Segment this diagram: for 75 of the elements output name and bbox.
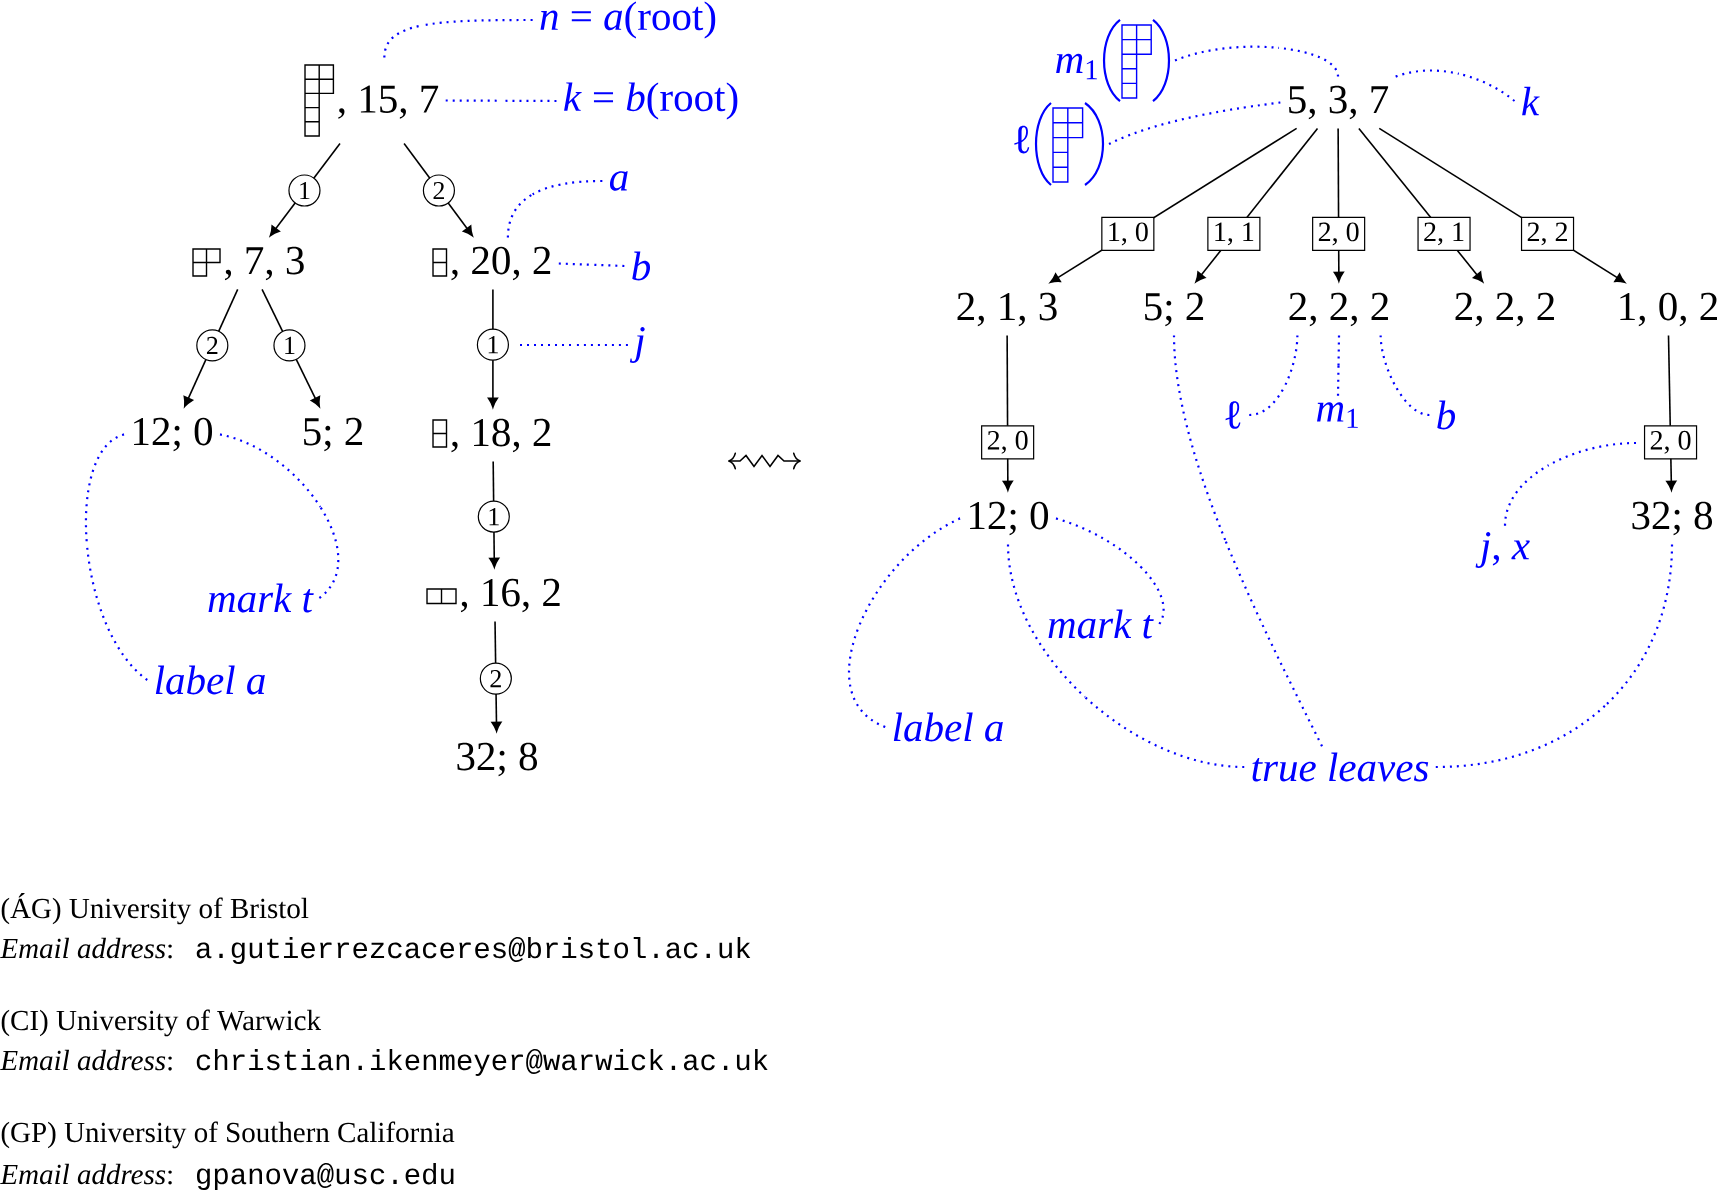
node-label: 32; 8: [1632, 501, 1713, 536]
node-label: 5; 2: [1145, 292, 1204, 327]
annotation-label: ℓ: [1225, 401, 1241, 429]
email-label: Email address:: [0, 1049, 172, 1071]
leader-line: [1434, 543, 1674, 769]
leader-line: [1172, 334, 1324, 748]
annotation-label: k: [1522, 86, 1540, 116]
annotation-label: m$_{1}$: [1317, 402, 1358, 428]
edge-label: 1, 1: [1207, 216, 1261, 252]
node-label: 2, 2, 2: [1289, 292, 1388, 327]
edge-label: 2, 0: [1312, 216, 1366, 252]
node-label: 12; 0: [970, 501, 1049, 536]
node-label: 2, 1, 3: [957, 292, 1057, 327]
leader-line: [1394, 69, 1516, 103]
leader-line: [518, 343, 629, 347]
annotation-label: a: [610, 171, 628, 191]
edge-label: 2, 0: [1643, 425, 1698, 460]
node-label: , 15, 7: [338, 85, 439, 119]
leader-line: [1107, 101, 1282, 146]
leader-line: [506, 179, 604, 239]
annotation-label: ℓ: [1014, 125, 1030, 154]
email-label: Email address:: [0, 1163, 172, 1185]
annotation-label: b: [632, 251, 650, 281]
leader-line: [1248, 334, 1299, 417]
affiliation-text: (GP) University of Southern California: [1, 1121, 455, 1149]
annotation-label: mark t: [1048, 609, 1154, 639]
email-address: a.gutierrezcaceres@bristol.ac.uk: [196, 937, 751, 964]
affiliation-text: (CI) University of Warwick: [1, 1009, 322, 1037]
leader-line: [557, 262, 626, 268]
node-label: 5, 3, 7: [1289, 85, 1389, 120]
node-label: 12; 0: [134, 417, 213, 452]
edge-label: 2, 1: [1417, 216, 1471, 252]
node-label: 1, 0, 2: [1620, 292, 1717, 327]
node-label: , 18, 2: [451, 418, 551, 453]
node-label: , 7, 3: [224, 246, 304, 281]
annotation-label: mark t: [208, 583, 314, 613]
email-address: gpanova@usc.edu: [197, 1163, 454, 1190]
node-label: , 16, 2: [460, 578, 560, 613]
edge-label: 2: [196, 329, 229, 362]
leader-line: [383, 18, 534, 59]
edge-label: 2, 2: [1520, 216, 1575, 252]
annotation-label: true leaves: [1252, 752, 1429, 782]
annotation-label: label a: [155, 665, 265, 695]
leader-line: [1379, 334, 1431, 417]
affiliation-text: (ÁG) University of Bristol: [1, 893, 309, 925]
annotation-label: k = b(root): [564, 82, 738, 120]
leader-line: [848, 517, 962, 729]
annotation-label: j, x: [1475, 532, 1530, 568]
edge-label: 1, 0: [1101, 216, 1155, 252]
edge-label: 1: [288, 174, 321, 207]
leader-line: [84, 433, 149, 682]
node-label: 2, 2, 2: [1455, 292, 1554, 327]
node-label: 32; 8: [457, 742, 538, 777]
leader-line: [444, 99, 558, 103]
edge-label: 1: [477, 500, 510, 533]
annotation-label: b: [1437, 400, 1455, 430]
leader-line: [1336, 334, 1341, 397]
annotation-label: n = a(root): [540, 1, 716, 39]
annotation-label: m$_{1}$: [1056, 53, 1097, 80]
node-label: 5; 2: [304, 417, 363, 452]
annotation-label: j: [629, 327, 645, 363]
edge-label: 2: [422, 174, 456, 207]
annotation-label: label a: [893, 712, 1003, 742]
leader-line: [1503, 441, 1638, 527]
leader-line: [1054, 517, 1165, 626]
edge-label: 2: [479, 662, 512, 695]
edge-label: 1: [273, 329, 306, 362]
node-label: , 20, 2: [451, 246, 551, 281]
email-address: christian.ikenmeyer@warwick.ac.uk: [196, 1049, 768, 1076]
leader-line: [218, 433, 340, 600]
edge-label: 2, 0: [981, 425, 1035, 460]
leader-line: [1006, 543, 1246, 769]
email-label: Email address:: [0, 937, 172, 959]
edge-label: 1: [476, 328, 509, 361]
leader-line: [1173, 45, 1340, 78]
